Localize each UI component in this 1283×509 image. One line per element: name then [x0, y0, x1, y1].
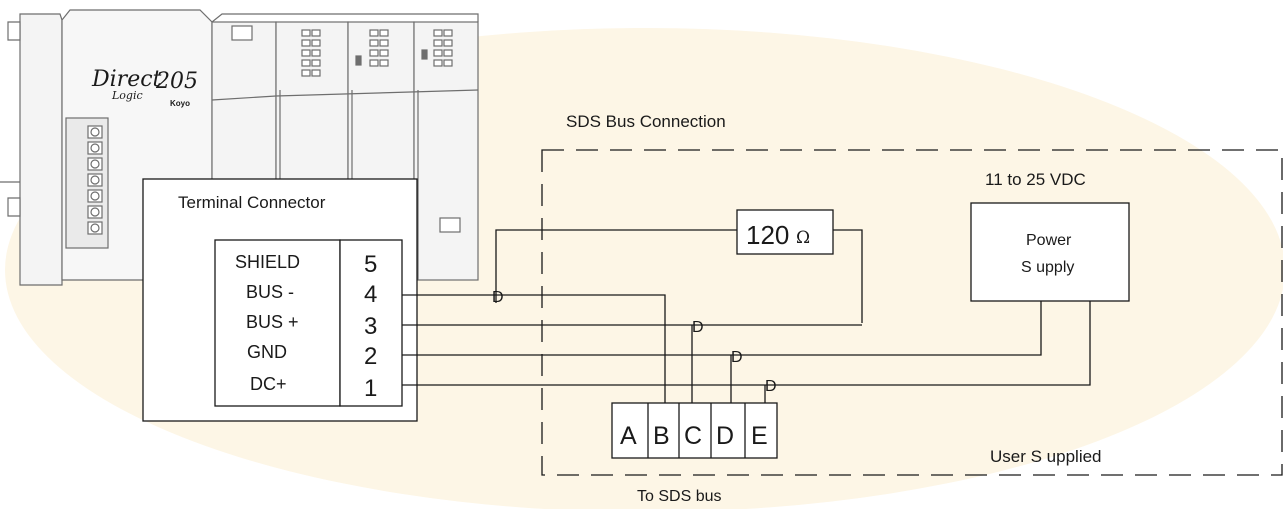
wire-gnd [402, 301, 1042, 356]
wire-dc-plus [402, 301, 1091, 386]
plc-brand-maker: Koyo [170, 99, 190, 108]
signal-label: SHIELD [235, 252, 300, 272]
pin-number: 5 [364, 251, 377, 278]
user-supplied-label: User S upplied [990, 447, 1102, 466]
bus-caption: To SDS bus [637, 488, 721, 505]
terminal-connector-title: Terminal Connector [178, 193, 326, 212]
bus-terminal-label: C [684, 422, 702, 450]
wire-marker: D [692, 319, 704, 336]
resistor-value: 120 [746, 220, 789, 250]
sds-section-title: SDS Bus Connection [566, 112, 726, 131]
wire-marker: D [731, 349, 743, 366]
power-supply-box [970, 202, 1130, 302]
supply-voltage-label: 11 to 25 VDC [985, 170, 1086, 189]
power-supply-label: Power [1026, 232, 1072, 249]
bus-terminal-label: B [653, 422, 670, 450]
terminal-signal-column [214, 239, 341, 407]
plc-brand-script: Direct [91, 67, 162, 92]
wire-shield-to-resistor [495, 229, 737, 303]
signal-label: DC+ [250, 374, 287, 394]
wire-bus-minus [402, 294, 666, 403]
terminal-pin-column [339, 239, 403, 407]
pin-number: 3 [364, 313, 377, 340]
pin-number: 4 [364, 281, 377, 308]
wire-marker: D [492, 289, 504, 306]
bus-terminal-label: A [620, 422, 637, 450]
resistor-120-ohm [736, 209, 834, 255]
resistor-unit: Ω [796, 228, 810, 248]
pin-number: 2 [364, 343, 377, 370]
bus-terminal-label: D [716, 422, 734, 450]
sds-bus-terminal-block [611, 402, 778, 459]
plc-cpu-module [19, 13, 63, 286]
wiring [402, 229, 1091, 403]
wire-resistor-to-bus-plus [833, 229, 863, 323]
user-supplied-boundary [541, 149, 1283, 476]
pin-number: 1 [364, 375, 377, 402]
signal-label: BUS - [246, 282, 294, 302]
bus-terminal-label: E [751, 422, 768, 450]
plc-brand-logic: Logic [111, 89, 143, 102]
signal-label: BUS + [246, 312, 299, 332]
power-supply-label: S upply [1021, 259, 1074, 276]
wire-marker: D [765, 378, 777, 395]
signal-label: GND [247, 342, 287, 362]
plc-brand-model: 205 [155, 69, 198, 94]
